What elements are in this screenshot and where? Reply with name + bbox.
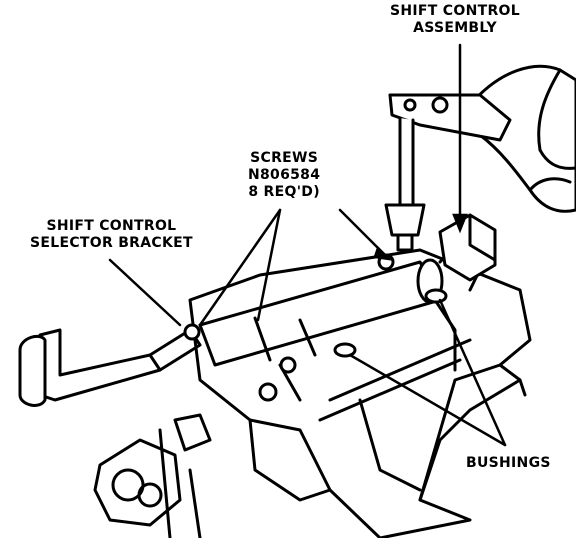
- bushings-label: BUSHINGS: [466, 455, 551, 472]
- leader-screws-1: [198, 208, 282, 327]
- shift-control-assembly-label: SHIFT CONTROL ASSEMBLY: [390, 3, 520, 37]
- screws-line-2: N806584: [248, 167, 321, 183]
- leader-screws-2: [256, 208, 282, 322]
- shift-control-assembly-line-1: SHIFT CONTROL: [390, 3, 520, 19]
- hand-with-ratchet: [384, 64, 576, 252]
- leader-bushings-1: [438, 298, 507, 447]
- shift-control-assembly-line-2: ASSEMBLY: [413, 20, 497, 36]
- selector-bracket-line-2: SELECTOR BRACKET: [30, 235, 193, 251]
- screws-parts: [183, 253, 395, 402]
- selector-bracket-label: SHIFT CONTROL SELECTOR BRACKET: [30, 218, 193, 252]
- bushings-parts: [333, 288, 448, 358]
- screws-label: SCREWS N806584 8 REQ'D): [248, 150, 320, 201]
- screws-line-3: 8 REQ'D): [248, 184, 320, 200]
- screws-line-1: SCREWS: [250, 150, 319, 166]
- lower-clamp: [93, 413, 212, 538]
- selector-bracket-line-1: SHIFT CONTROL: [46, 218, 177, 234]
- selector-bracket-part: [18, 328, 202, 407]
- bushings-text: BUSHINGS: [466, 455, 551, 471]
- shift-control-assembly-part: [438, 213, 497, 282]
- leader-selector-bracket: [108, 258, 182, 327]
- leader-bushings-2: [348, 353, 507, 447]
